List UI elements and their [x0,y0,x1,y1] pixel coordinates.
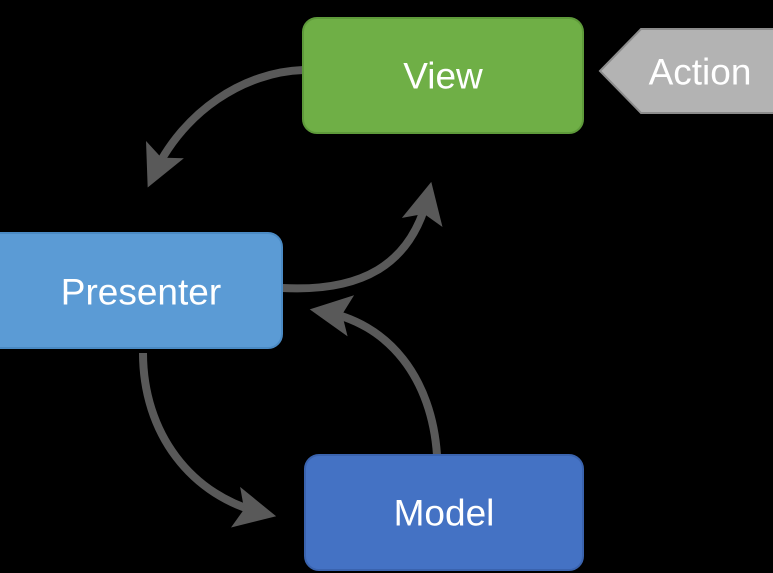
action-arrow-shape [598,28,773,114]
edge-view-to-presenter [146,66,304,188]
view-label: View [403,56,483,97]
presenter-box [0,232,283,349]
view-box [302,17,584,134]
node-model[interactable]: Model [304,454,584,571]
node-action[interactable]: Action [598,28,773,114]
node-view[interactable]: View [302,17,584,134]
model-box [304,454,584,571]
node-presenter[interactable]: Presenter [0,232,283,349]
model-label: Model [394,493,495,534]
edge-presenter-to-model [139,352,277,528]
edge-presenter-to-view [281,181,443,293]
presenter-label: Presenter [61,272,221,313]
action-label: Action [649,52,752,93]
edges-layer [139,66,443,528]
edge-model-to-presenter [309,295,441,456]
